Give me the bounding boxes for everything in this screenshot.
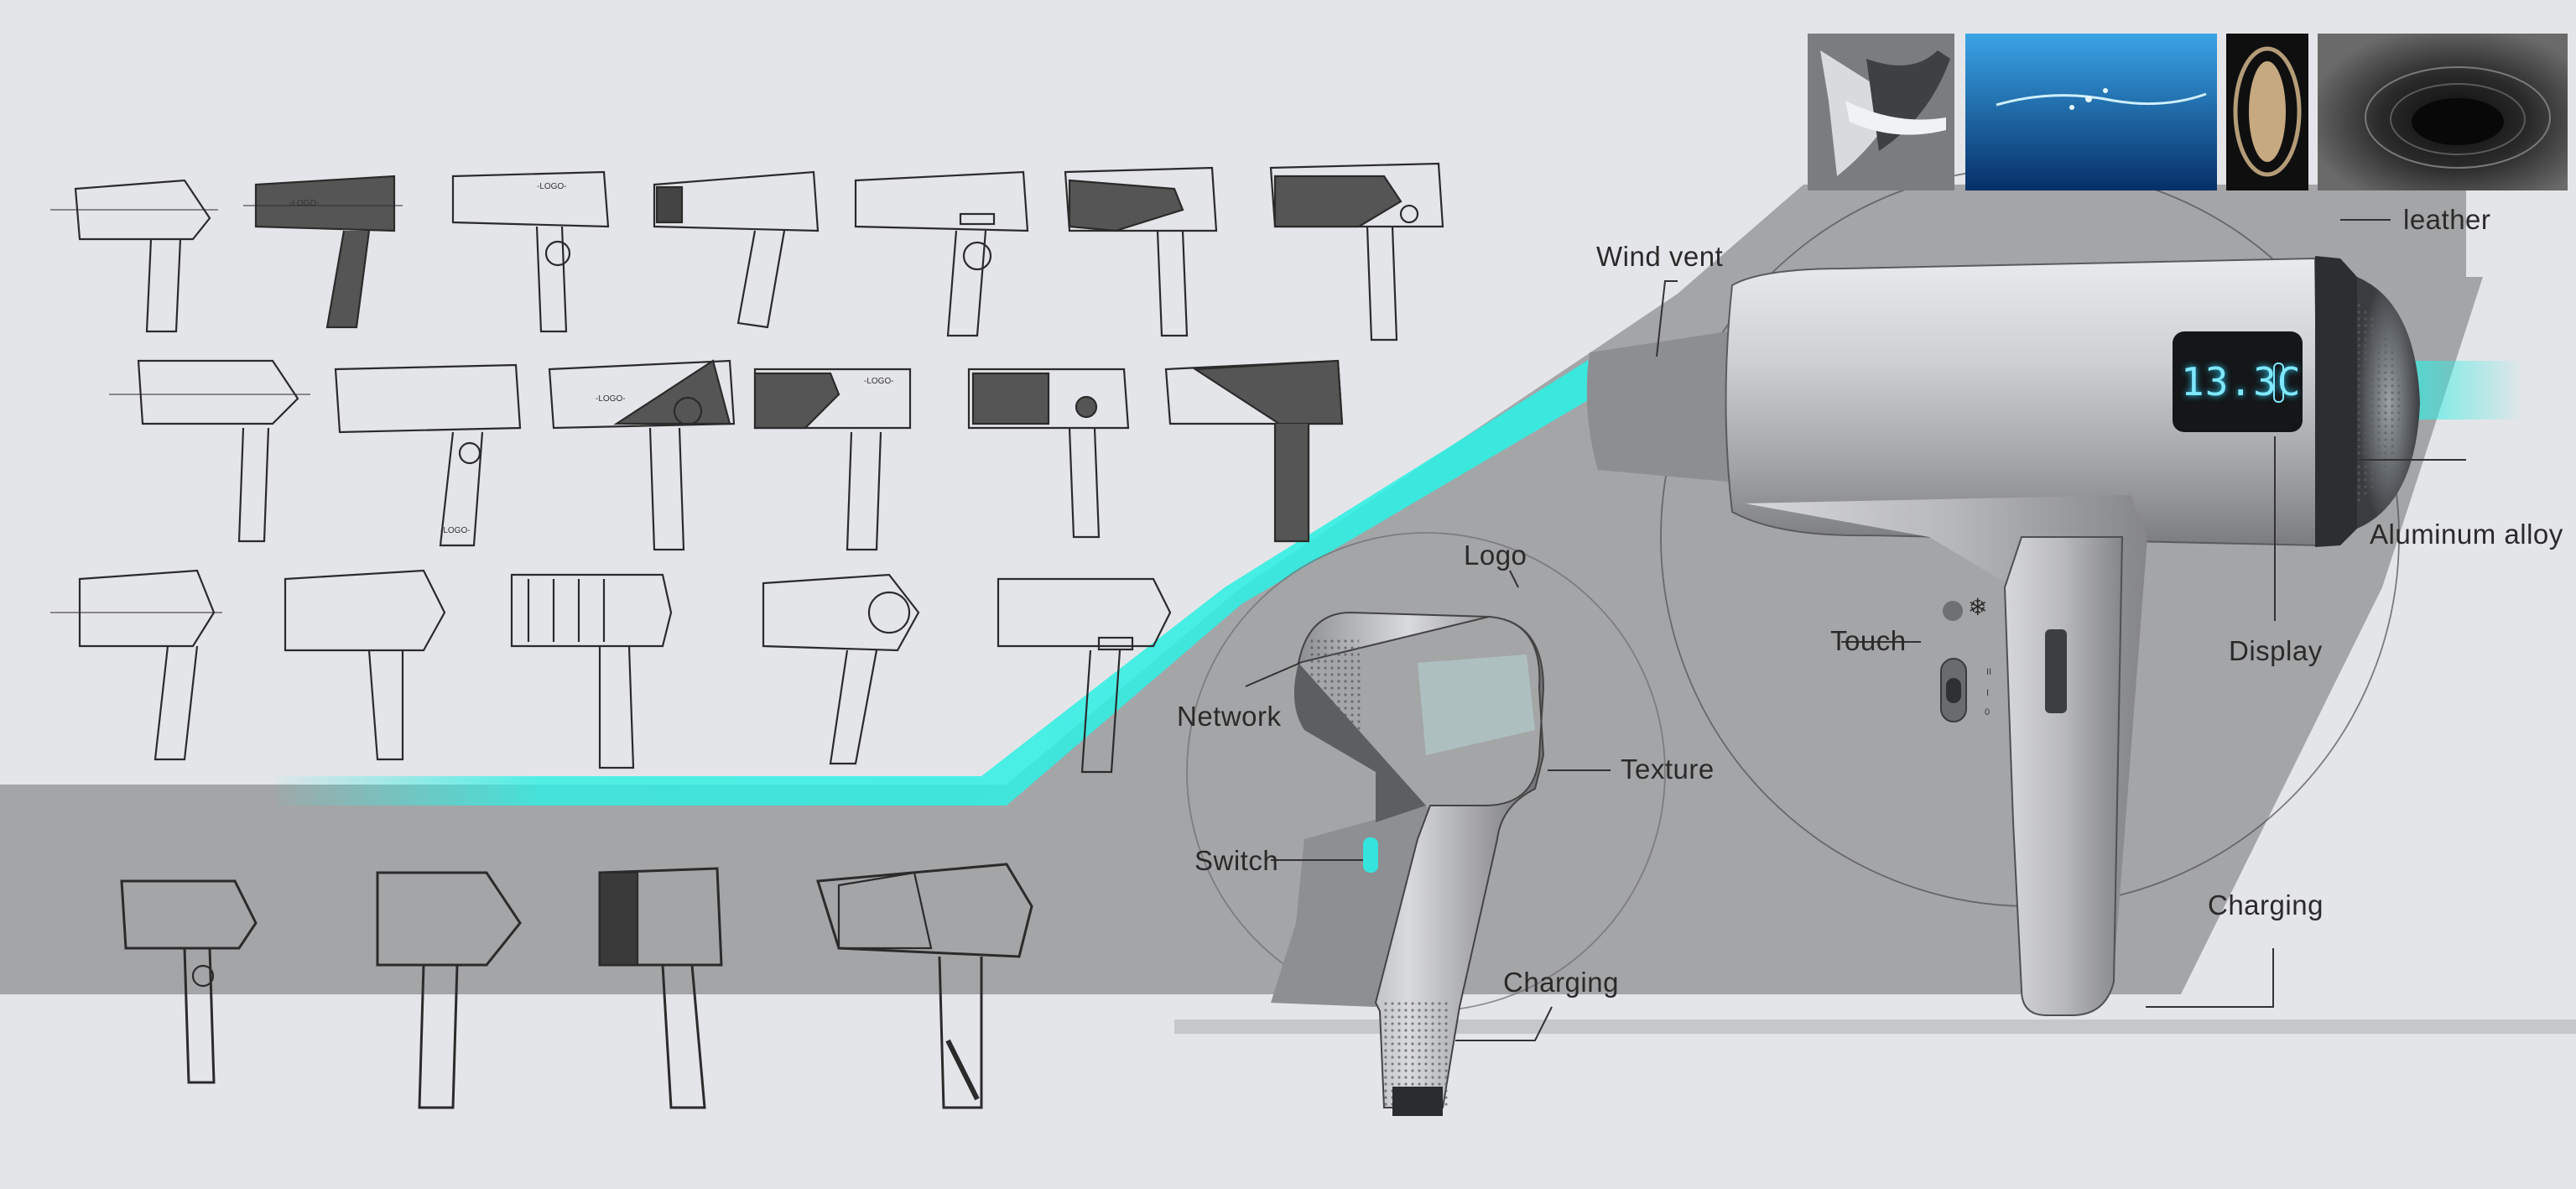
- sketch-r3-1: [50, 569, 222, 761]
- floor-shadow: [1174, 1020, 2576, 1034]
- main-hair-dryer: [1586, 256, 2420, 1016]
- label-logo: Logo: [1464, 540, 1527, 571]
- sketch-r4-2: [376, 871, 522, 1109]
- sketch-r1-5: [854, 170, 1029, 337]
- label-switch: Switch: [1194, 845, 1279, 876]
- sketch-logo-4: -LOGO-: [864, 377, 894, 386]
- sketch-logo-2: -LOGO-: [537, 182, 567, 191]
- chrome-curve-photo: [1808, 34, 1954, 190]
- sketch-logo-1: -LOGO-: [289, 199, 320, 208]
- mood-board: [1808, 34, 2568, 190]
- switch-mark-bottom: 0: [1985, 707, 1991, 717]
- label-network: Network: [1177, 701, 1282, 732]
- background-band-left: [0, 785, 1007, 994]
- label-wind-vent: Wind vent: [1596, 241, 1724, 272]
- sketch-r2-4: [753, 368, 912, 551]
- sketch-r1-4: [653, 170, 820, 329]
- switch-mark-top: II: [1986, 667, 1992, 677]
- sketch-r1-6: [1064, 166, 1218, 337]
- label-texture: Texture: [1621, 754, 1715, 785]
- sketch-r1-3: [451, 170, 610, 333]
- sketch-r2-1: [109, 359, 310, 543]
- sketch-r2-5: [967, 368, 1130, 539]
- sketch-r4-3: [598, 867, 723, 1109]
- small-hair-dryer: [1271, 611, 1545, 1116]
- sketch-r1-1: [50, 179, 218, 333]
- sketch-r3-2: [284, 569, 446, 761]
- sketch-r3-5: [997, 577, 1172, 774]
- switch-mark-middle: I: [1986, 688, 1990, 698]
- sketch-r2-6: [1164, 359, 1344, 543]
- label-leather: leather: [2403, 204, 2491, 235]
- label-display: Display: [2229, 635, 2323, 666]
- sketch-logo-marks: -LOGO- -LOGO- -LOGO- -LOGO- -LOGO-: [289, 182, 894, 535]
- label-touch: Touch: [1830, 625, 1907, 656]
- sketch-logo-3: -LOGO-: [596, 394, 626, 404]
- sketch-grid: [50, 162, 1444, 1109]
- sketch-logo-5: -LOGO-: [440, 526, 471, 535]
- sketch-r2-3: [548, 359, 736, 551]
- sketch-r1-7: [1269, 162, 1444, 342]
- snowflake-icon: ❄: [1968, 593, 1988, 621]
- sketch-r1-2: [243, 175, 403, 329]
- dark-ripple-photo: [2318, 34, 2568, 190]
- label-aluminum-alloy: Aluminum alloy: [2370, 519, 2563, 550]
- label-charging-small: Charging: [1503, 967, 1619, 998]
- label-charging-main: Charging: [2208, 889, 2324, 920]
- sketch-r3-3: [510, 573, 673, 769]
- thermometer-icon: [2273, 362, 2284, 403]
- sketch-r3-4: [762, 573, 920, 765]
- saturn-planet-photo: [2226, 34, 2308, 190]
- sketch-r4-4: [816, 863, 1033, 1109]
- callout-lines: [1245, 219, 2466, 1041]
- water-splash-photo: [1965, 34, 2217, 190]
- sketch-r4-1: [120, 879, 258, 1084]
- sketch-r2-2: [334, 363, 522, 547]
